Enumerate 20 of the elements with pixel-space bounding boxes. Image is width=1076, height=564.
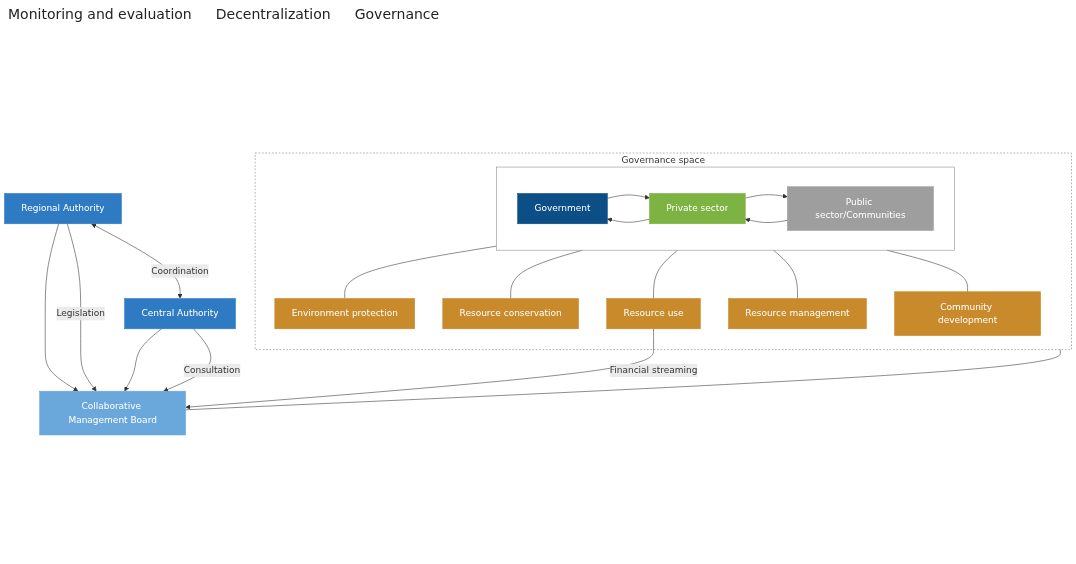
node-box: Environment protection bbox=[274, 298, 415, 330]
node-box: Collaborative Management Board bbox=[39, 390, 186, 436]
edge-label: Financial streaming bbox=[609, 364, 698, 376]
node-box: Resource conservation bbox=[442, 298, 579, 330]
node-box: Resource management bbox=[728, 298, 867, 330]
node-box: Community development bbox=[894, 291, 1041, 336]
cluster bbox=[496, 166, 955, 251]
node-box: Public sector/Communities bbox=[787, 186, 934, 231]
node-box: Regional Authority bbox=[4, 193, 122, 225]
connector bbox=[185, 349, 1061, 411]
edge-label: Coordination bbox=[151, 265, 209, 277]
node-box: Government bbox=[517, 193, 608, 225]
node-box: Central Authority bbox=[124, 298, 236, 330]
note-text: Governance bbox=[354, 6, 440, 22]
note-text: Decentralization bbox=[215, 6, 331, 22]
note-text: Monitoring and evaluation bbox=[8, 6, 192, 22]
node-box: Private sector bbox=[649, 193, 746, 225]
node-box: Resource use bbox=[606, 298, 701, 330]
edge-label: Consultation bbox=[183, 364, 241, 376]
edge-label: Legislation bbox=[56, 308, 105, 319]
